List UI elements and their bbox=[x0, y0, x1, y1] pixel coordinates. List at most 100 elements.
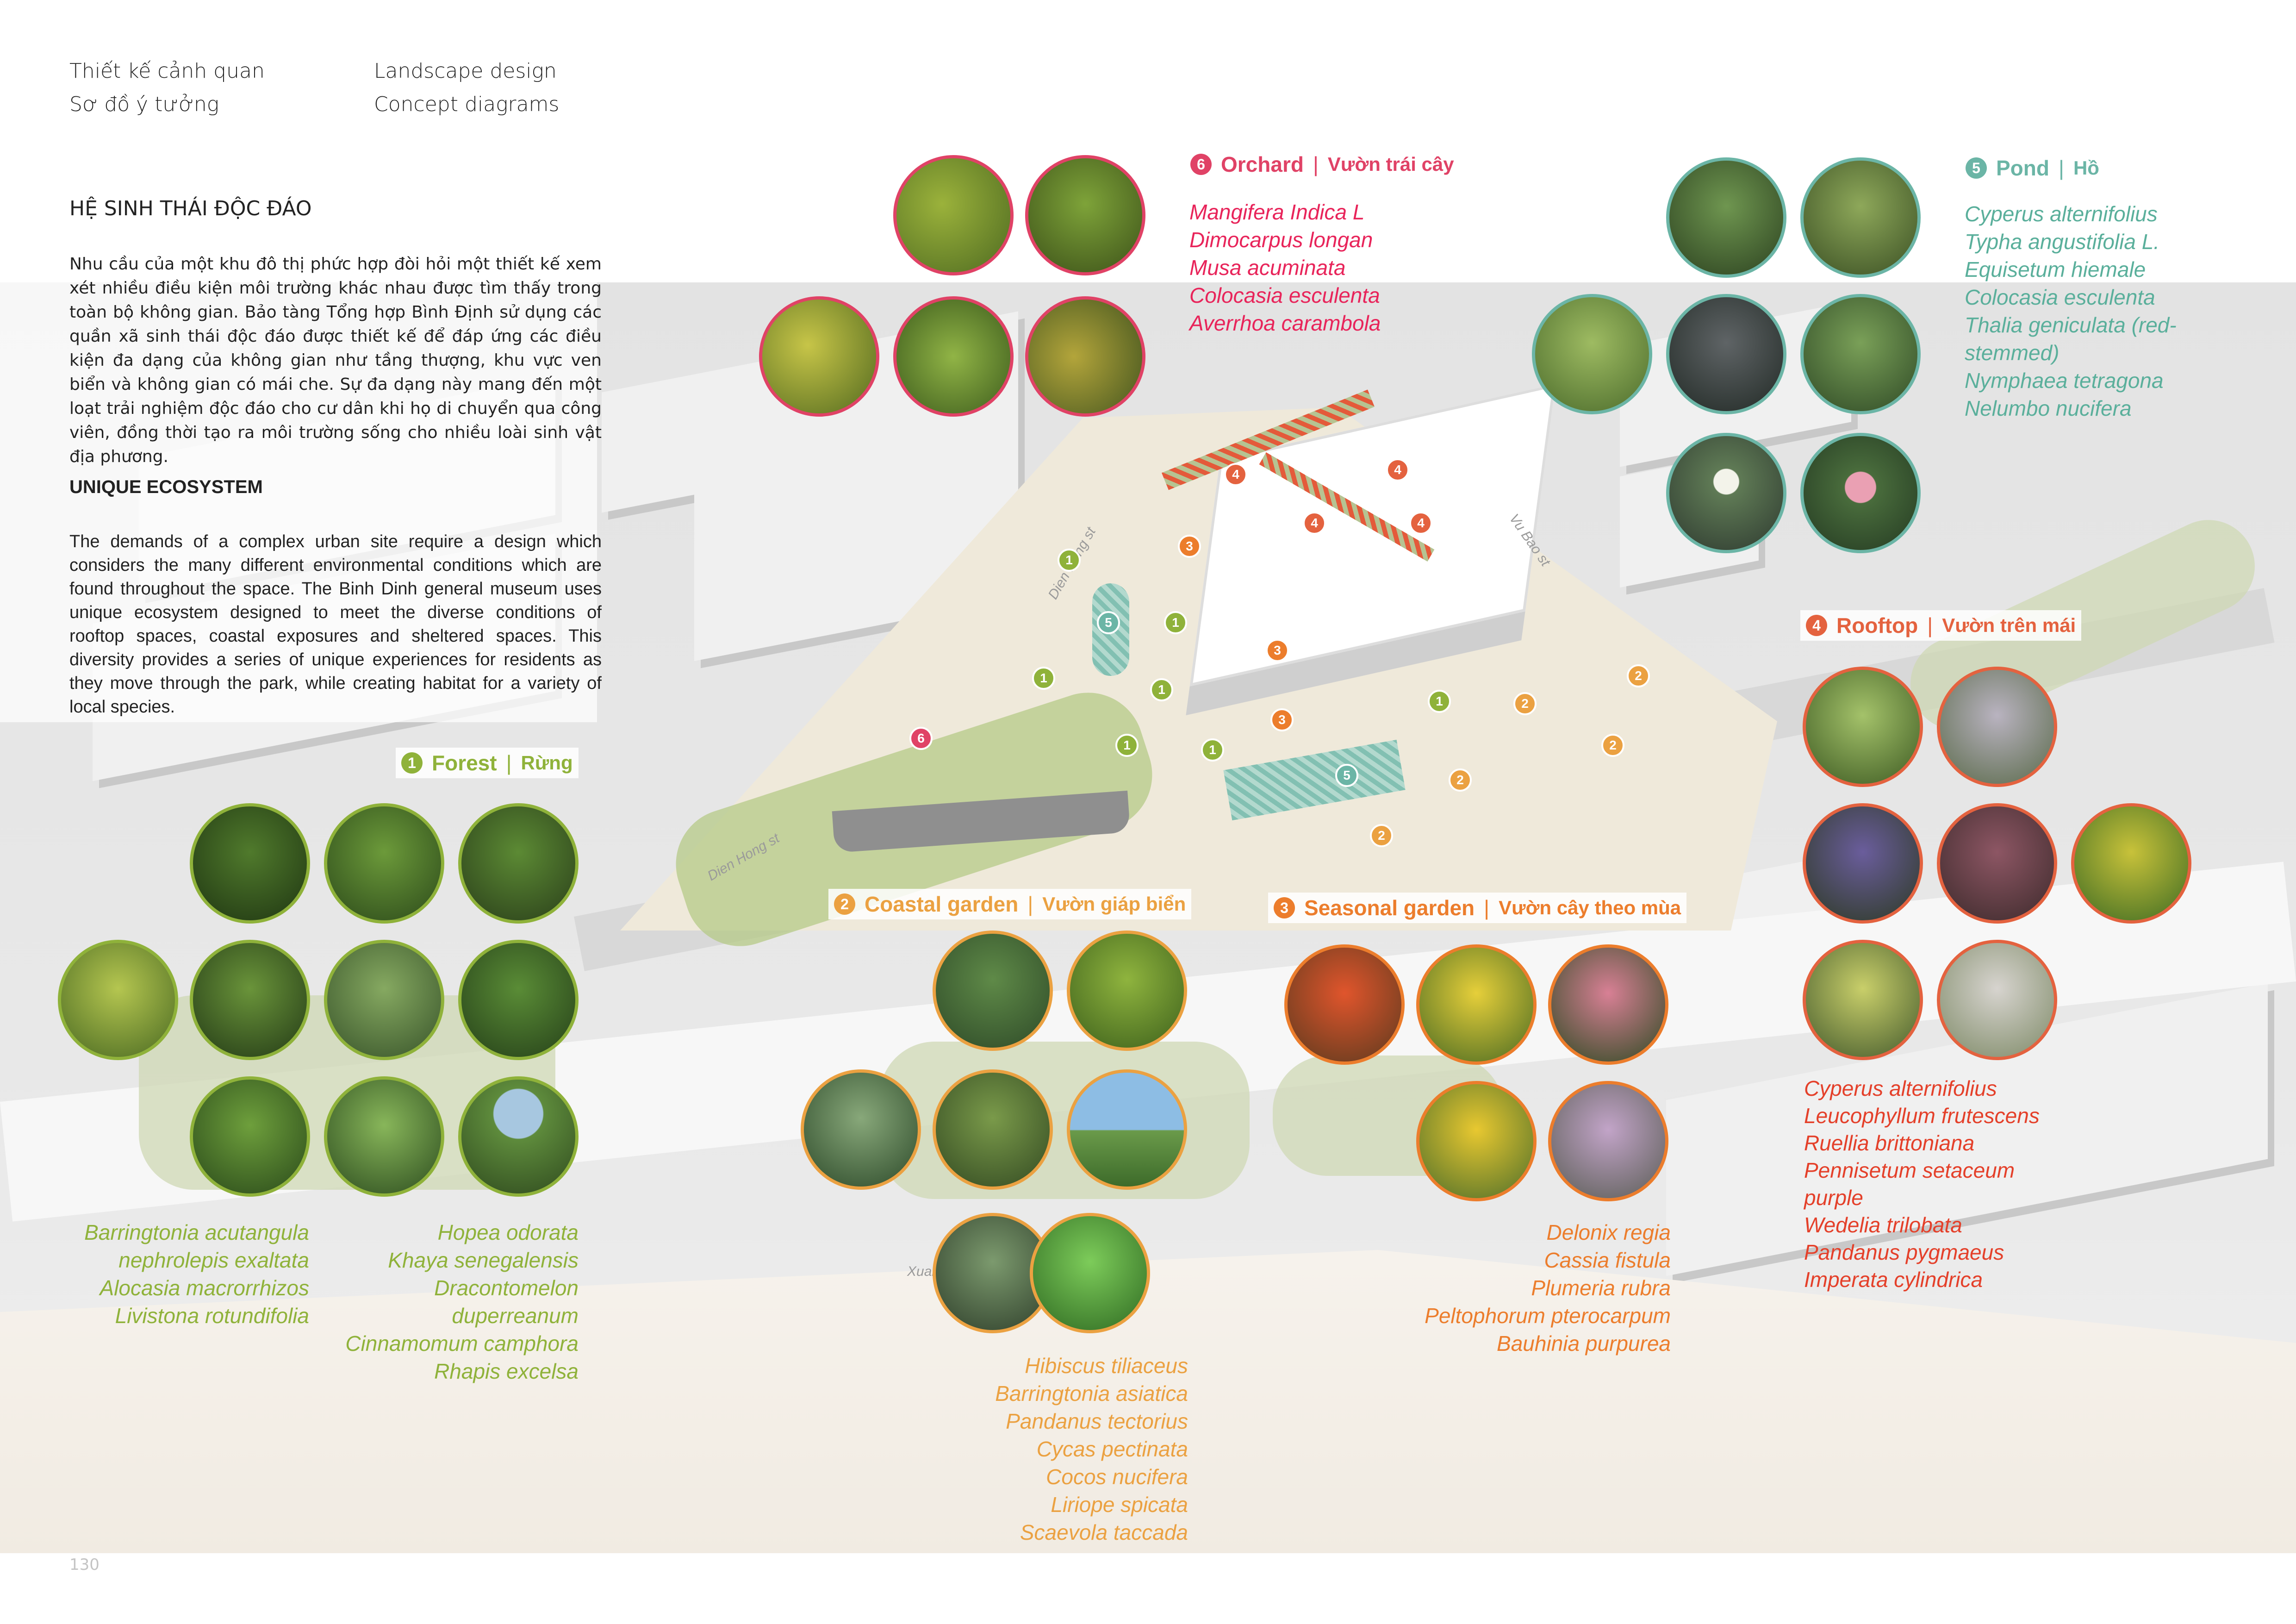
zone-name-vn: Vườn trên mái bbox=[1942, 614, 2076, 636]
rooftop-photo-purple-fountain-grass bbox=[1937, 803, 2057, 924]
zone-name-en: Seasonal garden bbox=[1304, 896, 1475, 920]
map-marker-seasonal: 3 bbox=[1178, 535, 1201, 558]
species-name: Hibiscus tiliaceus bbox=[1025, 1354, 1188, 1378]
map-marker-forest: 1 bbox=[1115, 734, 1139, 757]
seasonal-photo-golden-shower bbox=[1416, 944, 1537, 1065]
zone-name-vn: Vườn giáp biển bbox=[1042, 893, 1186, 915]
map-marker-rooftop: 4 bbox=[1303, 512, 1326, 535]
forest-photo-5 bbox=[190, 940, 310, 1060]
species-name: stemmed) bbox=[1965, 341, 2060, 365]
intro-title-en: UNIQUE ECOSYSTEM bbox=[69, 477, 263, 497]
zone-name-en: Rooftop bbox=[1836, 613, 1918, 637]
species-name: Thalia geniculata (red- bbox=[1965, 313, 2177, 337]
map-marker-forest: 1 bbox=[1428, 690, 1451, 713]
species-name: Wedelia trilobata bbox=[1804, 1213, 1962, 1237]
seasonal-photo-flame-tree bbox=[1284, 944, 1405, 1065]
map-marker-coastal: 2 bbox=[1513, 692, 1537, 715]
species-name: Imperata cylindrica bbox=[1804, 1268, 1983, 1292]
species-name: Colocasia esculenta bbox=[1189, 283, 1380, 307]
species-name: purple bbox=[1804, 1186, 1863, 1210]
forest-photo-2 bbox=[324, 803, 444, 924]
pond-photo-horsetail bbox=[1532, 294, 1652, 414]
coastal-photo-scaevola bbox=[1030, 1213, 1150, 1333]
species-name: Bauhinia purpurea bbox=[1497, 1331, 1671, 1355]
map-marker-forest: 1 bbox=[1032, 667, 1055, 690]
intro-body-en: The demands of a complex urban site requ… bbox=[69, 532, 602, 717]
pond-photo-taro bbox=[1666, 294, 1786, 414]
zone-label-rooftop: 4 Rooftop | Vườn trên mái bbox=[1800, 610, 2082, 641]
orchard-number-icon: 6 bbox=[1190, 154, 1212, 175]
species-list-pond: Cyperus alternifolius Typha angustifolia… bbox=[1965, 200, 2177, 422]
forest-number-icon: 1 bbox=[401, 752, 423, 774]
species-name: Nelumbo nucifera bbox=[1965, 396, 2132, 420]
coastal-photo-pandanus bbox=[801, 1069, 921, 1190]
forest-photo-1 bbox=[190, 803, 310, 924]
species-list-forest-right: Hopea odorata Khaya senegalensis Dracont… bbox=[324, 1218, 579, 1385]
species-name: Dracontomelon bbox=[434, 1276, 579, 1300]
zone-name-vn: Vườn cây theo mùa bbox=[1499, 897, 1681, 918]
species-list-orchard: Mangifera Indica L Dimocarpus longan Mus… bbox=[1189, 198, 1381, 337]
forest-photo-3 bbox=[458, 803, 579, 924]
zone-label-seasonal: 3 Seasonal garden | Vườn cây theo mùa bbox=[1268, 893, 1687, 923]
zone-label-forest: 1 Forest | Rừng bbox=[396, 748, 579, 778]
species-name: Peltophorum pterocarpum bbox=[1425, 1304, 1671, 1328]
species-name: Livistona rotundifolia bbox=[115, 1304, 309, 1328]
species-name: duperreanum bbox=[452, 1304, 579, 1328]
zone-separator: | bbox=[1484, 896, 1490, 920]
page-number: 130 bbox=[69, 1555, 100, 1574]
zone-name-en: Pond bbox=[1996, 156, 2049, 180]
species-name: Colocasia esculenta bbox=[1965, 285, 2155, 309]
rooftop-photo-cogon-grass bbox=[1937, 940, 2057, 1060]
text-panel-backdrop bbox=[0, 0, 597, 722]
map-marker-coastal: 2 bbox=[1627, 664, 1650, 687]
species-name: Alocasia macrorrhizos bbox=[100, 1276, 309, 1300]
map-marker-coastal: 2 bbox=[1601, 734, 1624, 757]
species-name: Rhapis excelsa bbox=[434, 1359, 579, 1383]
seasonal-photo-bauhinia bbox=[1548, 1081, 1668, 1201]
species-name: Barringtonia asiatica bbox=[995, 1381, 1188, 1405]
map-marker-rooftop: 4 bbox=[1386, 458, 1409, 481]
seasonal-photo-yellow-flame bbox=[1416, 1081, 1537, 1201]
zone-separator: | bbox=[1027, 892, 1033, 916]
species-name: nephrolepis exaltata bbox=[118, 1248, 309, 1272]
species-name: Hopea odorata bbox=[437, 1220, 579, 1244]
map-marker-forest: 1 bbox=[1164, 611, 1187, 634]
subsection-title-vn: Sơ đồ ý tưởng bbox=[69, 93, 219, 116]
map-marker-pond: 5 bbox=[1335, 764, 1358, 787]
species-name: Pandanus pygmaeus bbox=[1804, 1240, 2004, 1264]
species-name: Cassia fistula bbox=[1544, 1248, 1671, 1272]
forest-photo-9 bbox=[324, 1076, 444, 1197]
species-name: Cyperus alternifolius bbox=[1804, 1076, 1997, 1100]
pond-photo-water-lily bbox=[1666, 433, 1786, 553]
pond-photo-umbrella-sedge bbox=[1666, 157, 1786, 278]
zone-name-en: Coastal garden bbox=[865, 892, 1019, 916]
zone-separator: | bbox=[2058, 156, 2064, 180]
species-name: Liriope spicata bbox=[1051, 1493, 1188, 1517]
zone-name-vn: Vườn trái cây bbox=[1327, 153, 1454, 175]
zone-name-en: Forest bbox=[432, 751, 497, 775]
forest-photo-10 bbox=[458, 1076, 579, 1197]
species-name: Equisetum hiemale bbox=[1965, 257, 2146, 281]
zone-name-en: Orchard bbox=[1221, 152, 1304, 176]
species-name: Cocos nucifera bbox=[1046, 1465, 1188, 1489]
rooftop-photo-sedge bbox=[1803, 667, 1923, 787]
pond-photo-lotus bbox=[1800, 433, 1921, 553]
forest-photo-7 bbox=[458, 940, 579, 1060]
map-marker-rooftop: 4 bbox=[1224, 463, 1247, 486]
intro-title-vn: HỆ SINH THÁI ĐỘC ĐÁO bbox=[69, 197, 312, 220]
map-marker-forest: 1 bbox=[1201, 738, 1224, 762]
section-title-en: Landscape design bbox=[374, 59, 557, 83]
species-name: Plumeria rubra bbox=[1531, 1276, 1671, 1300]
map-marker-forest: 1 bbox=[1058, 549, 1081, 572]
pond-photo-thalia bbox=[1800, 294, 1921, 414]
species-name: Cyperus alternifolius bbox=[1965, 202, 2158, 226]
species-name: Barringtonia acutangula bbox=[84, 1220, 309, 1244]
species-list-rooftop: Cyperus alternifolius Leucophyllum frute… bbox=[1804, 1075, 2040, 1293]
orchard-photo-mango-tree bbox=[893, 155, 1014, 275]
orchard-photo-banana bbox=[893, 296, 1014, 417]
orchard-photo-jackfruit bbox=[759, 296, 879, 417]
coastal-photo-cycas bbox=[933, 1069, 1053, 1190]
species-name: Averrhoa carambola bbox=[1189, 311, 1381, 335]
map-marker-seasonal: 3 bbox=[1266, 639, 1289, 662]
map-marker-orchard: 6 bbox=[909, 727, 933, 750]
